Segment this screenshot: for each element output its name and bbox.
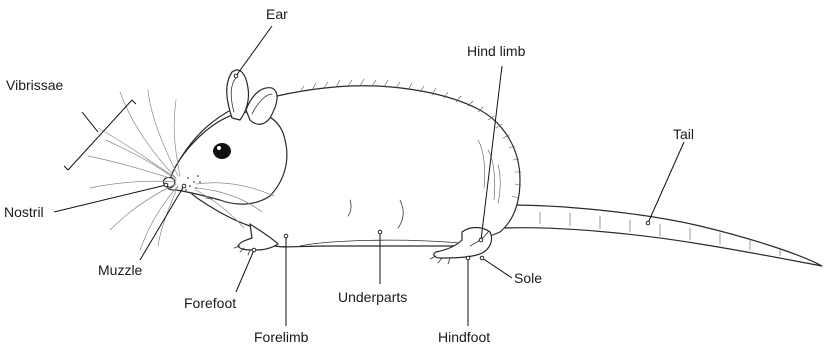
label-hindfoot: Hindfoot	[438, 329, 490, 345]
eye	[213, 143, 231, 159]
label-tail: Tail	[673, 126, 694, 142]
label-forefoot: Forefoot	[184, 295, 236, 311]
label-ear: Ear	[266, 6, 288, 22]
label-vibrissae: Vibrissae	[6, 77, 64, 93]
label-muzzle: Muzzle	[98, 262, 143, 278]
label-nostril: Nostril	[4, 204, 44, 220]
label-hind-limb: Hind limb	[467, 43, 526, 59]
label-forelimb: Forelimb	[254, 329, 309, 345]
label-underparts: Underparts	[338, 289, 407, 305]
tail-shape	[505, 205, 822, 266]
label-sole: Sole	[514, 270, 542, 286]
mouse-illustration	[88, 70, 822, 266]
